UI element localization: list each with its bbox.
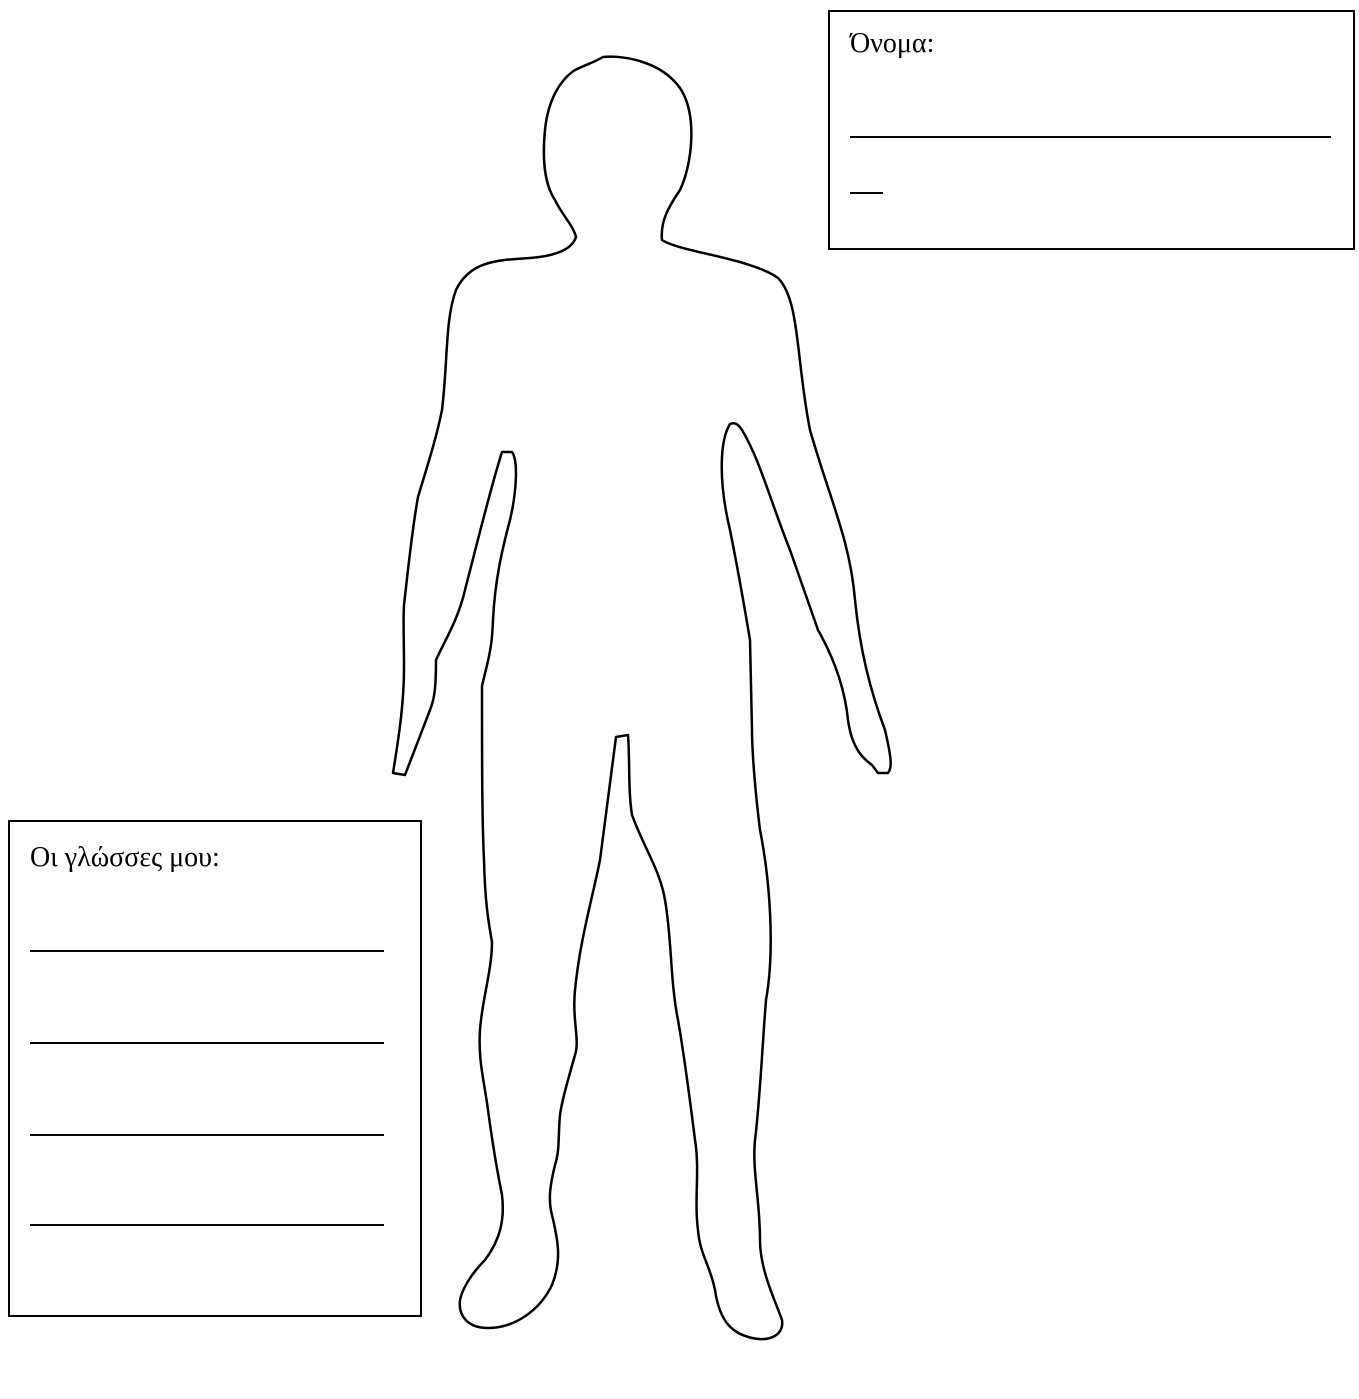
languages-label: Οι γλώσσες μου: bbox=[30, 842, 220, 874]
language-write-line-1[interactable] bbox=[30, 950, 384, 952]
languages-box: Οι γλώσσες μου: bbox=[8, 820, 422, 1317]
name-label: Όνομα: bbox=[850, 28, 934, 60]
name-box: Όνομα: bbox=[828, 10, 1355, 250]
language-write-line-2[interactable] bbox=[30, 1042, 384, 1044]
name-write-line[interactable] bbox=[850, 136, 1331, 138]
body-outline-path bbox=[393, 57, 891, 1340]
language-write-line-4[interactable] bbox=[30, 1224, 384, 1226]
name-write-line-continuation[interactable] bbox=[850, 192, 883, 194]
language-write-line-3[interactable] bbox=[30, 1134, 384, 1136]
